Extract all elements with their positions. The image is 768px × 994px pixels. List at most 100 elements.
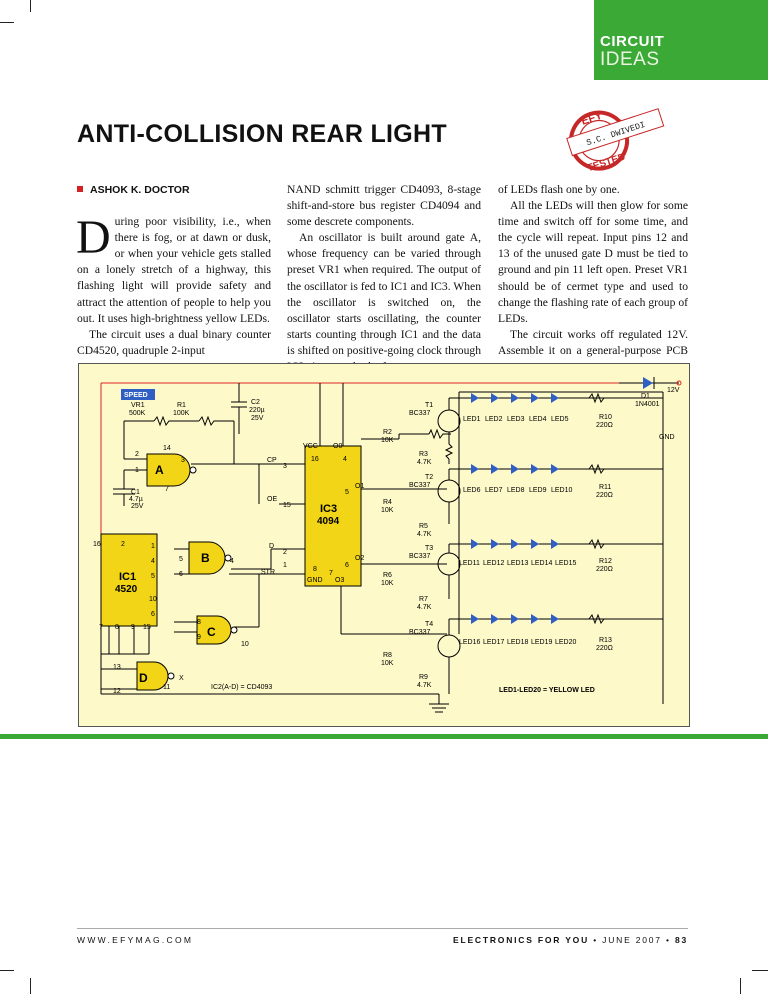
ic3-chip xyxy=(304,445,362,587)
led-2-label: LED2 xyxy=(485,416,503,423)
ic1-chip xyxy=(100,533,158,627)
led-3-icon xyxy=(511,393,519,403)
r3-label: R3 xyxy=(419,451,428,458)
separator-dot: • xyxy=(593,935,603,945)
led-11-label: LED11 xyxy=(459,560,480,567)
q3-pin-label: O3 xyxy=(335,577,344,584)
crop-mark xyxy=(0,970,14,971)
nand-gate-b xyxy=(188,541,226,575)
circuit-diagram: SPEED VR1 500K R1 100K C2 220µ 25V C1 4.… xyxy=(78,363,690,727)
svg-text:8: 8 xyxy=(313,566,317,573)
transistor-stage xyxy=(424,543,479,599)
led-9-icon xyxy=(531,464,539,474)
divider-bar xyxy=(0,734,768,739)
t3-part: BC337 xyxy=(409,553,431,560)
paragraph-1: uring poor visibility, i.e., when there … xyxy=(77,215,271,325)
page-number: 83 xyxy=(674,935,688,945)
svg-text:7: 7 xyxy=(99,624,103,631)
led-row-4 xyxy=(471,614,559,624)
speed-label: SPEED xyxy=(124,392,148,399)
svg-text:12: 12 xyxy=(113,688,121,695)
r10-label: R10 xyxy=(599,414,612,421)
led-17-label: LED17 xyxy=(483,639,505,646)
svg-text:16: 16 xyxy=(93,541,101,548)
svg-text:5: 5 xyxy=(151,573,155,580)
led-13-label: LED13 xyxy=(507,560,529,567)
r3-value: 4.7K xyxy=(417,459,432,466)
led-10-icon xyxy=(551,464,559,474)
led-row-3 xyxy=(471,539,559,549)
paragraph-3-start: An oscillator is built around gate A, wh… xyxy=(287,231,481,373)
transistor-stage xyxy=(424,618,479,694)
r1-label: R1 xyxy=(177,402,186,409)
ic3-label: IC3 xyxy=(320,503,337,515)
t1-part: BC337 xyxy=(409,410,431,417)
vcc-pin-label: VCC xyxy=(303,443,318,450)
ic3-part: 4094 xyxy=(317,516,340,527)
r11-value: 220Ω xyxy=(596,492,613,499)
led-17-icon xyxy=(491,614,499,624)
r1-value: 100K xyxy=(173,410,190,417)
efy-tested-stamp: EFY S.C. DWIVEDI TESTED xyxy=(566,108,665,174)
crop-mark xyxy=(30,978,31,994)
svg-text:8: 8 xyxy=(197,619,201,626)
led-row-1 xyxy=(471,393,559,403)
stamp-top-text: EFY xyxy=(580,109,605,127)
c2-value: 220µ xyxy=(249,407,265,414)
ic1-part: 4520 xyxy=(115,584,138,595)
t4-part: BC337 xyxy=(409,629,431,636)
separator-dot: • xyxy=(666,935,675,945)
led-5-label: LED5 xyxy=(551,416,569,423)
led-11-icon xyxy=(471,539,479,549)
svg-text:7: 7 xyxy=(329,570,333,577)
led-18-label: LED18 xyxy=(507,639,529,646)
led-18-icon xyxy=(511,614,519,624)
diode-d1 xyxy=(643,377,653,389)
svg-text:14: 14 xyxy=(163,445,171,452)
bullet-icon xyxy=(77,186,83,192)
svg-text:13: 13 xyxy=(113,664,121,671)
q0-pin-label: O0 xyxy=(333,443,342,450)
r13-label: R13 xyxy=(599,637,612,644)
section-sublabel: IDEAS xyxy=(600,49,660,70)
gate-b-label: B xyxy=(201,551,210,565)
led-3-label: LED3 xyxy=(507,416,525,423)
c1-voltage: 25V xyxy=(131,503,144,510)
led-14-icon xyxy=(531,539,539,549)
led-14-label: LED14 xyxy=(531,560,553,567)
svg-text:7: 7 xyxy=(165,486,169,493)
led-15-label: LED15 xyxy=(555,560,577,567)
paragraph-2-start: The circuit uses a dual binary counter C… xyxy=(77,327,271,357)
svg-text:9: 9 xyxy=(197,634,201,641)
r12-value: 220Ω xyxy=(596,566,613,573)
schematic-svg: SPEED VR1 500K R1 100K C2 220µ 25V C1 4.… xyxy=(93,377,682,713)
svg-text:3: 3 xyxy=(181,457,185,464)
crop-mark xyxy=(740,978,741,994)
svg-text:2: 2 xyxy=(121,541,125,548)
drop-cap: D xyxy=(76,211,111,265)
d1-label: D1 xyxy=(641,393,650,400)
website-url[interactable]: WWW.EFYMAG.COM xyxy=(77,935,194,945)
led-20-icon xyxy=(551,614,559,624)
led-12-label: LED12 xyxy=(483,560,505,567)
svg-text:15: 15 xyxy=(283,502,291,509)
gate-c-label: C xyxy=(207,625,216,639)
ic1-label: IC1 xyxy=(119,571,136,583)
svg-text:16: 16 xyxy=(311,456,319,463)
svg-text:4: 4 xyxy=(343,456,347,463)
r7-label: R7 xyxy=(419,596,428,603)
section-label: CIRCUIT xyxy=(600,33,665,50)
ic2-note: IC2(A-D) = CD4093 xyxy=(211,684,272,691)
q1-pin-label: O1 xyxy=(355,483,364,490)
led-16-icon xyxy=(471,614,479,624)
ground-label: GND xyxy=(659,434,675,441)
magazine-name: ELECTRONICS FOR YOU xyxy=(452,935,590,945)
r7-value: 4.7K xyxy=(417,604,432,611)
led-6-label: LED6 xyxy=(463,487,481,494)
r8-value: 10K xyxy=(381,660,394,667)
svg-text:4: 4 xyxy=(230,558,234,565)
t3-label: T3 xyxy=(425,545,433,552)
d1-part: 1N4001 xyxy=(635,401,660,408)
svg-text:1: 1 xyxy=(135,467,139,474)
